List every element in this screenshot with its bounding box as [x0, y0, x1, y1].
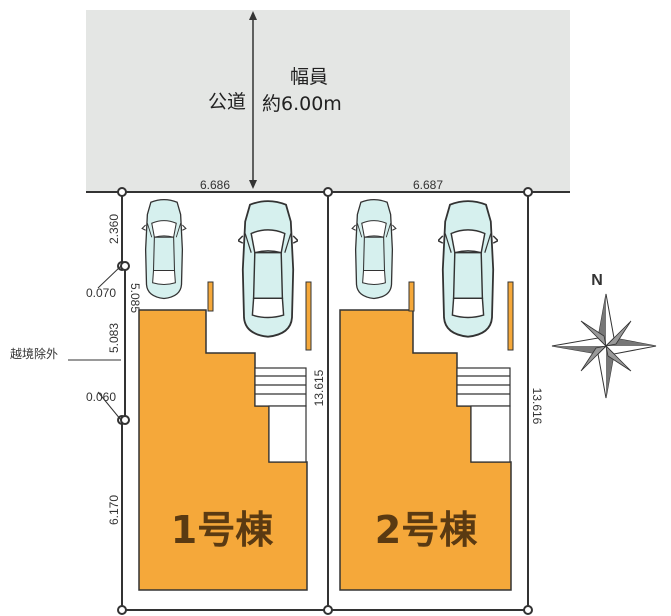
dim-lot-2-depth: 13.616: [530, 388, 544, 425]
frontage-lot-1: 6.686: [200, 178, 230, 192]
offset-lower: 0.060: [86, 390, 116, 404]
boundary-markers: [117, 187, 533, 615]
dim-lot-1-depth: 13.615: [312, 369, 326, 406]
car-icon: [238, 200, 298, 338]
road-width-label: 幅員: [290, 66, 328, 88]
offset-upper: 0.070: [86, 286, 116, 300]
building-unit-1: 1号棟: [138, 309, 308, 591]
road-label: 公道: [208, 91, 246, 113]
entrance-steps-1: [254, 367, 307, 463]
north-compass-icon: N: [551, 272, 657, 399]
car-icon: [351, 198, 397, 300]
car-icon: [141, 198, 187, 300]
dim-parking-depth: 5.085: [128, 283, 142, 313]
public-road: 公道 幅員 約6.00m: [86, 10, 570, 193]
dim-left-segment: 5.083: [107, 323, 121, 353]
dimension-labels: 6.686 6.687 2.360 5.083 6.170 13.615 13.…: [10, 178, 544, 525]
north-label: N: [591, 272, 603, 289]
building-unit-2-label: 2号棟: [375, 508, 478, 552]
road-width-value: 約6.00m: [262, 93, 342, 115]
frontage-lot-2: 6.687: [413, 178, 443, 192]
dim-front-setback: 2.360: [107, 214, 121, 244]
dim-rear-segment: 6.170: [107, 495, 121, 525]
building-unit-1-label: 1号棟: [171, 508, 274, 552]
entrance-steps-2: [456, 367, 511, 463]
building-unit-2: 2号棟: [339, 309, 512, 591]
leader-lines: [68, 265, 122, 421]
car-icon: [438, 200, 498, 338]
boundary-walls: [207, 281, 514, 351]
excluded-boundary-note: 越境除外: [10, 346, 58, 361]
